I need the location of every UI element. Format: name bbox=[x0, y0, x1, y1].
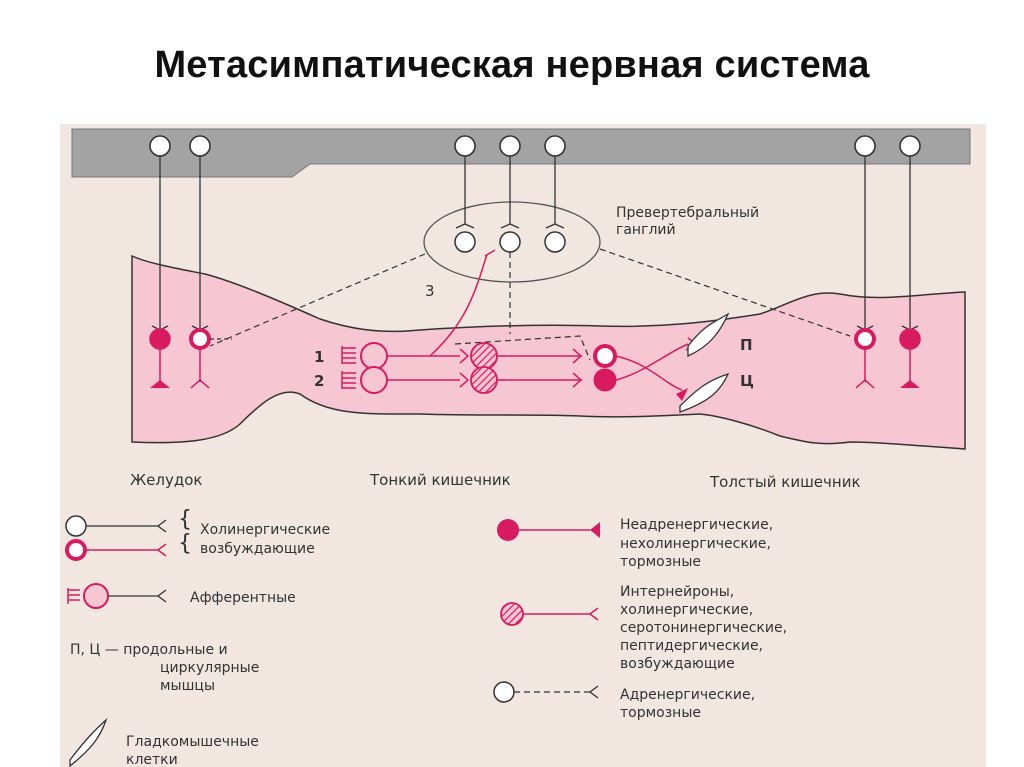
legend-interneurons-line5: возбуждающие bbox=[620, 656, 735, 672]
gut-shape bbox=[131, 254, 966, 450]
ganglion-label-line2: ганглий bbox=[616, 222, 676, 238]
region-large-intestine-label: Толстый кишечник bbox=[709, 473, 861, 491]
legend-pc-line3: мышцы bbox=[160, 678, 215, 694]
legend-smooth-line2: клетки bbox=[126, 752, 178, 767]
marker-3: 3 bbox=[425, 282, 435, 300]
legend-interneuron-symbol bbox=[500, 602, 599, 626]
legend-interneurons-line2: холинергические, bbox=[620, 602, 753, 618]
legend-pc-line1: П, Ц — продольные и bbox=[70, 642, 228, 658]
region-small-intestine-label: Тонкий кишечник bbox=[369, 471, 511, 489]
prevertebral-ganglion bbox=[423, 201, 601, 283]
legend-cholinergic-symbols bbox=[65, 515, 167, 561]
marker-p: П bbox=[740, 336, 753, 354]
legend-adrenergic-symbol bbox=[493, 681, 599, 703]
marker-2: 2 bbox=[314, 372, 324, 390]
region-stomach-label: Желудок bbox=[130, 471, 202, 489]
ganglion-projection-right bbox=[599, 248, 851, 337]
marker-c: Ц bbox=[740, 372, 754, 390]
legend-nonadrenergic-line1: Неадренергические, bbox=[620, 517, 773, 533]
legend-interneurons-line4: пептидергические, bbox=[620, 638, 763, 654]
diagram-figure: Превертебральный ганглий 3 1 2 П Ц Желуд… bbox=[60, 124, 986, 767]
reflex-circuit bbox=[341, 312, 730, 413]
page-title: Метасимпатическая нервная система bbox=[154, 44, 870, 86]
legend-interneurons-line1: Интернейроны, bbox=[620, 584, 734, 600]
legend-brace-lower: { bbox=[178, 531, 192, 556]
legend-pc-line2: циркулярные bbox=[160, 660, 259, 676]
legend-adrenergic-line1: Адренергические, bbox=[620, 687, 755, 703]
legend-nonadrenergic-line3: тормозные bbox=[620, 554, 701, 570]
ganglion-projection-left bbox=[209, 253, 426, 347]
legend-afferent-label: Афферентные bbox=[190, 590, 296, 606]
legend-smooth-muscle-symbol bbox=[69, 717, 108, 767]
ganglion-label-line1: Превертебральный bbox=[616, 205, 759, 221]
legend-brace: { bbox=[178, 507, 192, 532]
legend-interneurons-line3: серотонинергические, bbox=[620, 620, 787, 636]
legend-cholinergic-line2: возбуждающие bbox=[200, 541, 315, 557]
legend-adrenergic-line2: тормозные bbox=[620, 705, 701, 721]
legend-afferent-symbol bbox=[67, 583, 167, 609]
cns-bar bbox=[71, 128, 971, 178]
stomach-neurons bbox=[149, 325, 232, 389]
marker-1: 1 bbox=[314, 348, 324, 366]
diagram-svg: Превертебральный ганглий 3 1 2 П Ц Желуд… bbox=[65, 128, 971, 767]
legend-nonadrenergic-line2: нехолинергические, bbox=[620, 536, 771, 552]
legend-nonadrenergic-symbol bbox=[497, 519, 600, 541]
legend-smooth-line1: Гладкомышечные bbox=[126, 734, 259, 750]
large-intestine-neurons bbox=[854, 325, 921, 389]
afferent-to-ganglion bbox=[429, 249, 496, 357]
ganglion-neurons bbox=[454, 231, 566, 253]
legend-cholinergic-line1: Холинергические bbox=[200, 522, 330, 538]
